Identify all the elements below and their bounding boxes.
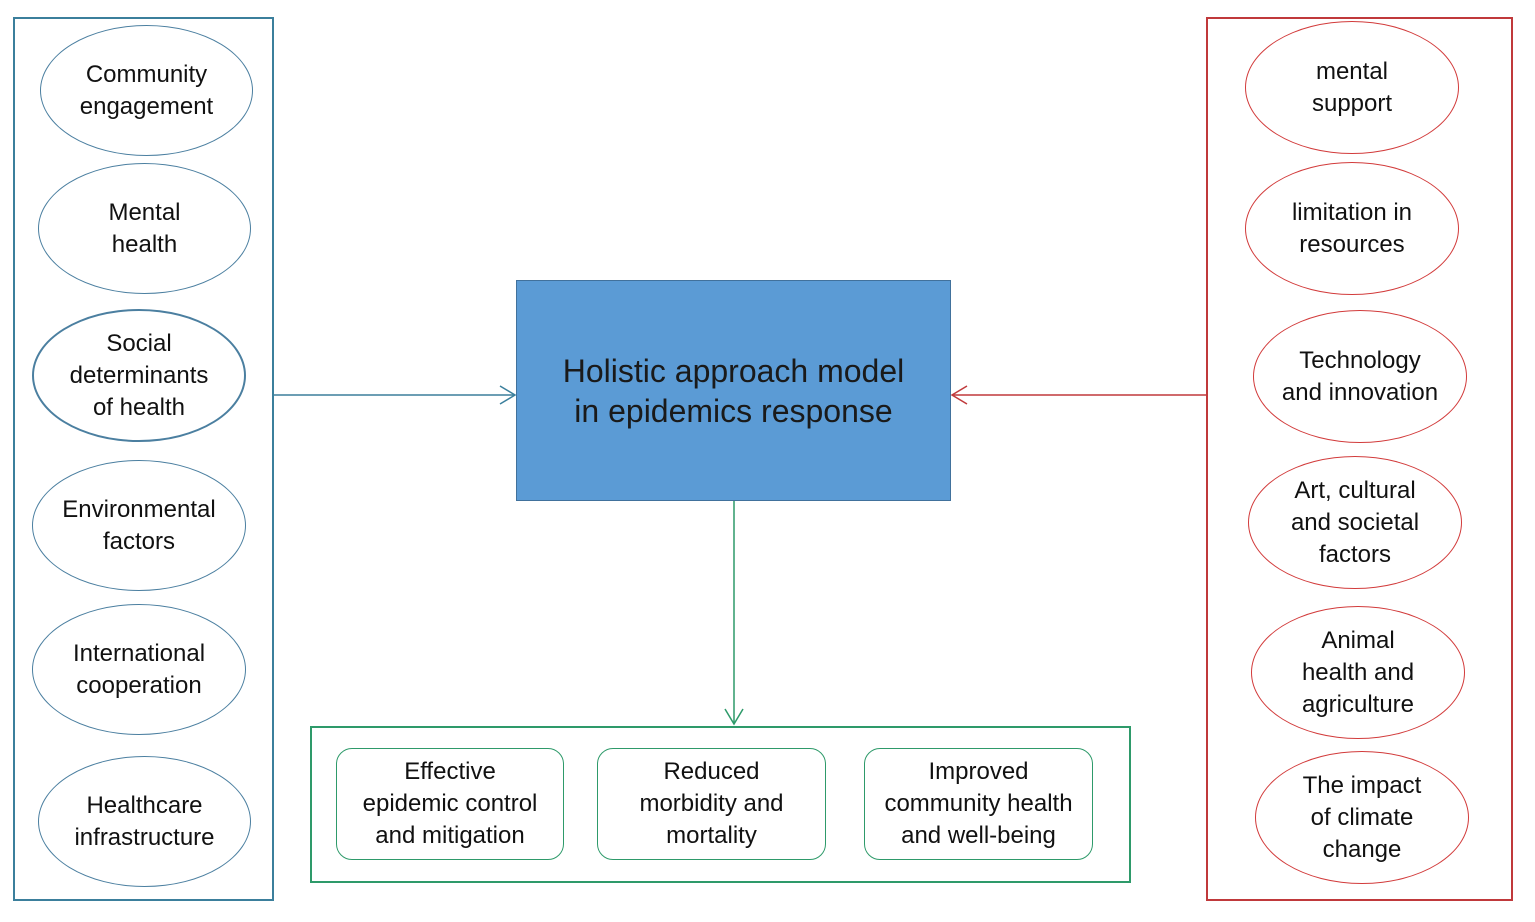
outcome-effective-control: Effective epidemic control and mitigatio… — [336, 748, 564, 860]
left-factor-community-engagement: Community engagement — [40, 25, 253, 156]
arrow-left-to-center — [274, 385, 517, 405]
left-factor-international-cooperation: International cooperation — [32, 604, 246, 735]
outcome-improved-community-health: Improved community health and well-being — [864, 748, 1093, 860]
right-factor-technology-innovation: Technology and innovation — [1253, 310, 1467, 443]
outcome-reduced-morbidity: Reduced morbidity and mortality — [597, 748, 826, 860]
right-factor-limitation-resources: limitation in resources — [1245, 162, 1459, 295]
center-model-box: Holistic approach model in epidemics res… — [516, 280, 951, 501]
center-model-title: Holistic approach model in epidemics res… — [562, 352, 905, 429]
left-factor-environmental: Environmental factors — [32, 460, 246, 591]
right-factor-art-cultural-societal: Art, cultural and societal factors — [1248, 456, 1462, 589]
right-factor-mental-support: mental support — [1245, 21, 1459, 154]
outcomes-panel — [310, 726, 1131, 883]
left-factor-social-determinants: Social determinants of health — [32, 309, 246, 442]
left-factor-healthcare-infrastructure: Healthcare infrastructure — [38, 756, 251, 887]
left-factors-panel — [13, 17, 274, 901]
right-factor-animal-health-agriculture: Animal health and agriculture — [1251, 606, 1465, 739]
left-factor-mental-health: Mental health — [38, 163, 251, 294]
arrow-right-to-center — [950, 385, 1206, 405]
right-factor-climate-change: The impact of climate change — [1255, 751, 1469, 884]
arrow-center-to-outcomes — [724, 501, 744, 726]
right-factors-panel — [1206, 17, 1513, 901]
